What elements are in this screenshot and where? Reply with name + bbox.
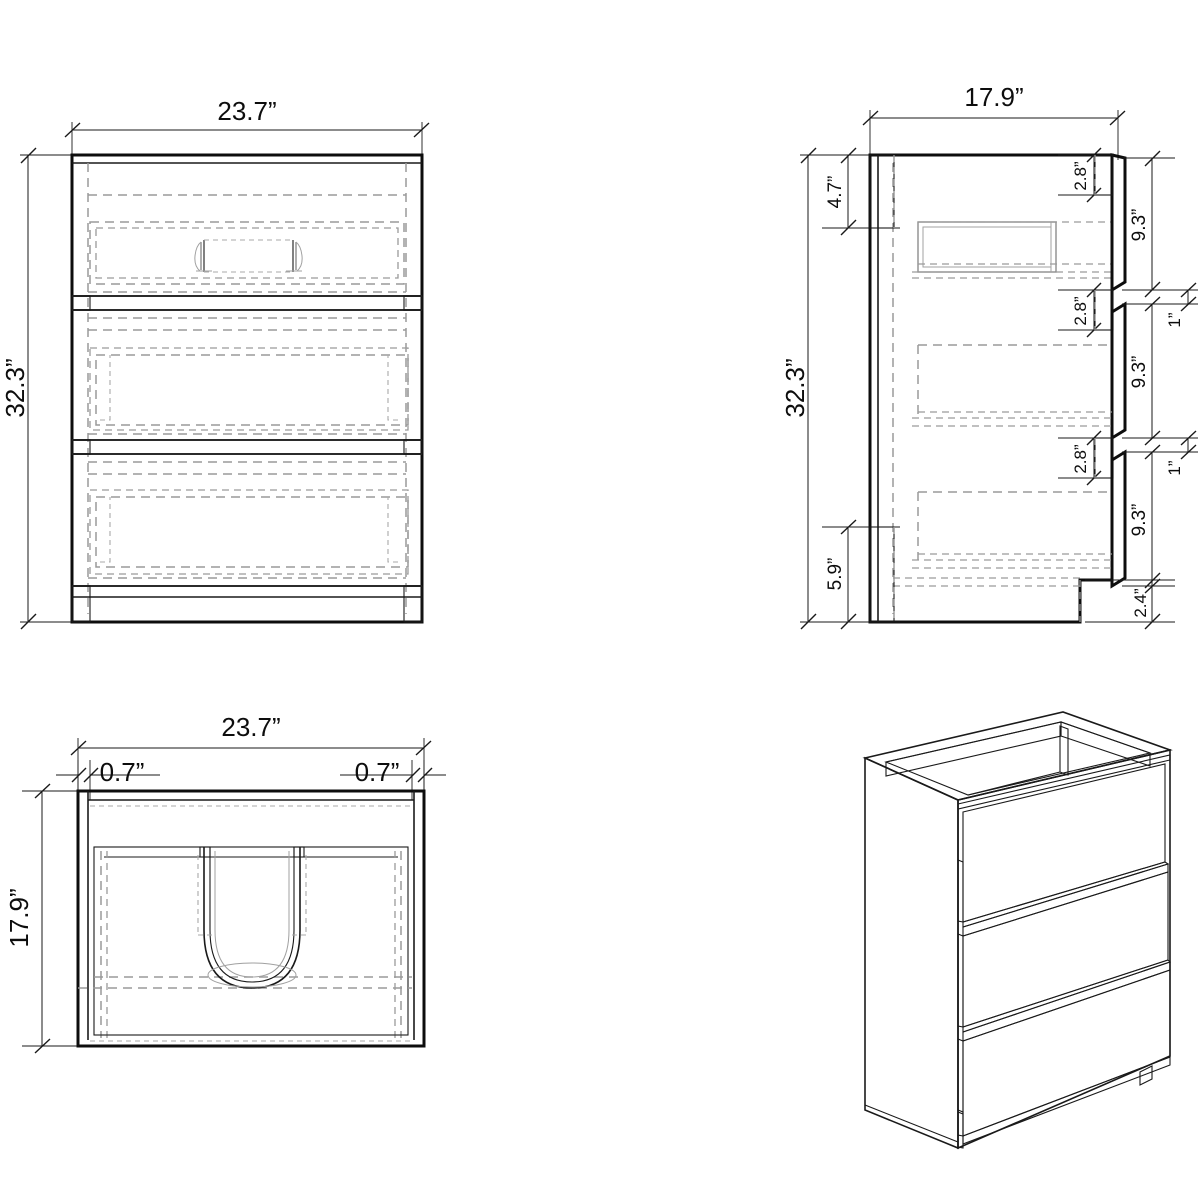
dim-side-bottom-gap: 5.9” bbox=[825, 558, 846, 591]
iso-drawer-1 bbox=[957, 763, 1170, 928]
dim-side-inset-2: 2.8” bbox=[1071, 296, 1090, 326]
dim-top-left-offset: 0.7” bbox=[100, 757, 145, 787]
top-depth-dimension bbox=[22, 783, 82, 1054]
side-top-gap-dimension bbox=[822, 147, 900, 236]
dim-top-width: 23.7” bbox=[221, 712, 280, 742]
dim-side-inset-3: 2.8” bbox=[1071, 444, 1090, 474]
front-drawer-2 bbox=[88, 317, 409, 435]
side-drawer-2-box bbox=[912, 344, 1112, 427]
front-drawer-1 bbox=[88, 194, 406, 293]
side-bottom-gap-dimension bbox=[822, 519, 900, 630]
side-drawer-3-box bbox=[893, 491, 1112, 587]
dim-top-right-offset: 0.7” bbox=[355, 757, 400, 787]
side-section-view bbox=[800, 110, 1198, 630]
sink-cutout bbox=[197, 846, 307, 989]
front-height-dimension bbox=[20, 147, 78, 630]
side-toe-kick-dimension bbox=[1079, 572, 1175, 630]
dim-top-depth: 17.9” bbox=[4, 888, 34, 947]
dim-side-gap-1: 1” bbox=[1165, 312, 1184, 327]
front-rail-1 bbox=[71, 295, 423, 311]
drawer-1-handle bbox=[194, 239, 303, 273]
dim-side-top-gap: 4.7” bbox=[825, 176, 846, 209]
dim-side-face-3: 9.3” bbox=[1129, 504, 1150, 537]
top-left-offset-dimension bbox=[56, 760, 160, 800]
dim-side-face-1: 9.3” bbox=[1129, 209, 1150, 242]
front-rail-2 bbox=[71, 439, 423, 455]
iso-drawer-3 bbox=[957, 969, 1171, 1137]
dim-side-gap-2: 1” bbox=[1165, 460, 1184, 475]
top-plan-view bbox=[22, 738, 446, 1054]
isometric-view bbox=[862, 711, 1173, 1150]
side-inset-2-dimension bbox=[1058, 282, 1114, 338]
side-drawer-1-box bbox=[912, 221, 1112, 279]
side-height-dimension bbox=[800, 147, 875, 630]
side-depth-dimension bbox=[862, 110, 1126, 160]
dim-front-width: 23.7” bbox=[217, 96, 276, 126]
iso-toe-kick bbox=[957, 1056, 1171, 1149]
dim-side-inset-1: 2.8” bbox=[1071, 161, 1090, 191]
front-elevation-view bbox=[20, 122, 430, 630]
dim-front-height: 32.3” bbox=[0, 358, 30, 417]
front-toe-kick bbox=[71, 585, 423, 623]
dim-side-toe-kick: 2.4” bbox=[1131, 588, 1150, 618]
dim-side-height: 32.3” bbox=[780, 358, 810, 417]
dim-side-face-2: 9.3” bbox=[1129, 356, 1150, 389]
dim-side-depth: 17.9” bbox=[964, 82, 1023, 112]
front-drawer-3 bbox=[88, 461, 409, 579]
side-inset-1-dimension bbox=[1058, 147, 1114, 203]
